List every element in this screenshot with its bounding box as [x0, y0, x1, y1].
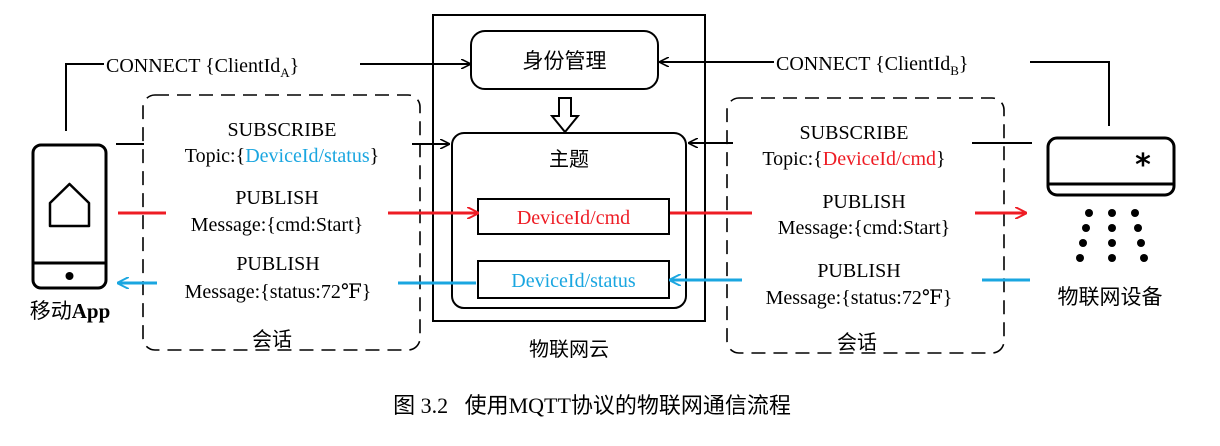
right-publish1-message: Message:{cmd:Start}: [778, 217, 951, 239]
mobile-app-label: 移动App: [30, 299, 111, 323]
identity-management-label: 身份管理: [523, 49, 607, 73]
left-session-box: [142, 94, 421, 351]
cloud-container: [432, 14, 706, 322]
topic-cmd-label: DeviceId/cmd: [517, 207, 630, 229]
topic-label: 主题: [549, 147, 589, 171]
left-publish1-message: Message:{cmd:Start}: [191, 214, 364, 236]
right-connect-line: [1030, 61, 1110, 126]
right-publish2-message: Message:{status:72℉}: [766, 287, 953, 309]
right-connect-label: CONNECT {ClientIdB}: [776, 53, 969, 78]
right-session-box: [726, 97, 1005, 354]
figure-caption: 图 3.2 使用MQTT协议的物联网通信流程: [393, 393, 791, 418]
right-subscribe-topic: Topic:{DeviceId/cmd}: [762, 148, 945, 170]
identity-management-box: [470, 30, 659, 90]
right-subscribe-title: SUBSCRIBE: [800, 122, 909, 144]
hollow-down-arrow-icon: [549, 97, 581, 134]
topic-status-label: DeviceId/status: [511, 270, 636, 292]
svg-text:*: *: [1135, 148, 1151, 183]
left-publish2-title: PUBLISH: [236, 253, 319, 275]
cloud-label: 物联网云: [529, 337, 609, 361]
iot-device-label: 物联网设备: [1058, 285, 1163, 309]
left-subscribe-topic: Topic:{DeviceId/status}: [185, 145, 379, 167]
right-session-label: 会话: [837, 330, 877, 354]
left-connect-line: [65, 63, 104, 131]
right-publish2-title: PUBLISH: [817, 260, 900, 282]
smartphone-home-icon: [31, 143, 108, 290]
right-publish1-title: PUBLISH: [822, 191, 905, 213]
air-conditioner-icon: *: [1046, 136, 1176, 262]
left-subscribe-title: SUBSCRIBE: [228, 119, 337, 141]
left-publish2-message: Message:{status:72℉}: [185, 281, 372, 303]
left-publish1-title: PUBLISH: [235, 187, 318, 209]
left-connect-label: CONNECT {ClientIdA}: [106, 55, 299, 80]
topic-box: [451, 132, 687, 309]
left-session-label: 会话: [252, 327, 292, 351]
